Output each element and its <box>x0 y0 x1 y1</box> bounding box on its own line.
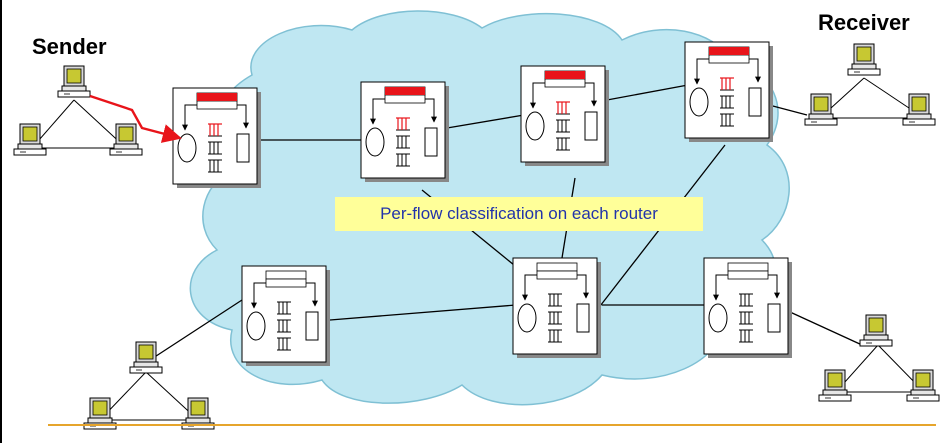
receiver-host-links <box>819 77 925 119</box>
router-lower-center <box>513 258 601 358</box>
sender-computer-left <box>13 123 47 156</box>
sender-host-links <box>31 99 127 149</box>
receiver-label: Receiver <box>818 10 910 35</box>
network-links <box>149 84 863 361</box>
router-lower-left <box>242 266 330 366</box>
router-sender-edge <box>173 88 261 188</box>
lower-right-computer-right <box>906 369 940 402</box>
sender-computer-right <box>109 123 143 156</box>
lower-left-computer-top <box>129 341 163 374</box>
router-core-2 <box>521 66 609 166</box>
lower-right-computer-left <box>818 369 852 402</box>
lower-left-host-links <box>99 371 199 421</box>
lower-right-host-links <box>835 344 925 393</box>
receiver-computer-left <box>804 93 838 126</box>
sender-label: Sender <box>32 34 107 59</box>
lower-right-computer-top <box>859 314 893 347</box>
router-core-1 <box>361 82 449 182</box>
receiver-computer-right <box>902 93 936 126</box>
receiver-computer-top <box>847 43 881 76</box>
classification-caption: Per-flow classification on each router <box>335 197 703 231</box>
sender-flow-arrow <box>89 94 182 143</box>
sender-computer-top <box>57 65 91 98</box>
router-receiver-edge <box>685 42 773 142</box>
router-lower-right <box>704 258 792 358</box>
